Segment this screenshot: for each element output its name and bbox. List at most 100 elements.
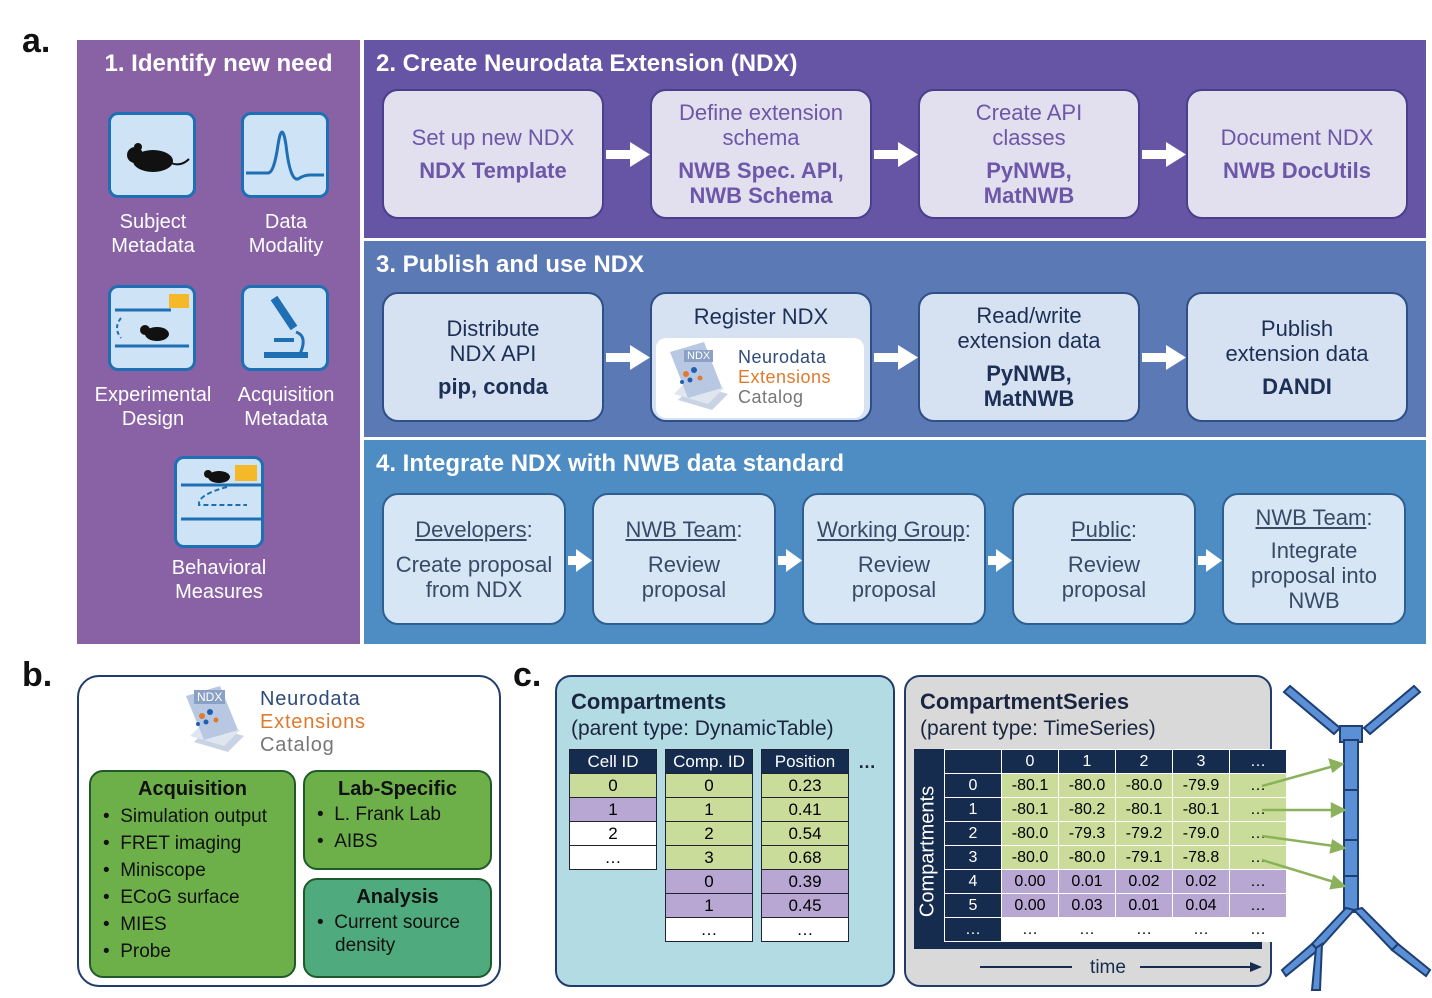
box-text: classes	[992, 125, 1066, 150]
list-item: L. Frank Lab	[334, 804, 441, 825]
step3-box: Distribute NDX API pip, conda	[382, 292, 604, 422]
row-header: …	[944, 917, 1002, 942]
table-cell: 0.00	[1001, 869, 1059, 894]
catalog-logo-icon	[670, 342, 728, 410]
row-header: 2	[944, 821, 1002, 846]
box-text: proposal	[1061, 576, 1147, 602]
table-header: Cell ID	[569, 749, 657, 774]
box-tool: PyNWB,	[986, 361, 1072, 386]
box-text: extension data	[957, 328, 1101, 353]
step2-title: 2. Create Neurodata Extension (NDX)	[376, 50, 798, 77]
analysis-title: Analysis	[356, 886, 439, 908]
icon-label: Metadata	[111, 235, 195, 257]
column-header: 1	[1058, 749, 1116, 774]
table-cell: 0.41	[761, 797, 849, 822]
step1-title: 1. Identify new need	[104, 50, 333, 77]
catalog-word: Extensions	[738, 367, 832, 387]
table-cell: 0.01	[1115, 893, 1173, 918]
table-cell: …	[1001, 917, 1059, 942]
step3-box: Publish extension data DANDI	[1186, 292, 1408, 422]
table-cell: …	[1058, 917, 1116, 942]
row-header: 0	[944, 773, 1002, 798]
box-text: proposal	[851, 576, 937, 602]
table-cell: …	[761, 917, 849, 942]
step3-box: Read/write extension data PyNWB, MatNWB	[918, 292, 1140, 422]
mouse-icon	[108, 112, 196, 198]
list-item: Probe	[120, 941, 171, 962]
table-cell: …	[1172, 917, 1230, 942]
icon-label: Behavioral	[171, 557, 267, 579]
table-cell: -78.8	[1172, 845, 1230, 870]
waveform-icon	[241, 112, 329, 198]
acquisition-box: Acquisition • Simulation output • FRET i…	[89, 770, 296, 978]
step4-box: NWB Team: Integrate proposal into NWB	[1222, 493, 1406, 625]
box-text: proposal into	[1251, 563, 1377, 588]
table-cell: -80.0	[1001, 845, 1059, 870]
table-cell: 0.00	[1001, 893, 1059, 918]
list-item: Miniscope	[120, 860, 206, 881]
icon-label: Measures	[175, 581, 263, 603]
row-header: 3	[944, 845, 1002, 870]
step4-box: Working Group: Review proposal	[802, 493, 986, 625]
table-cell: 0.03	[1058, 893, 1116, 918]
box-text: Document NDX	[1220, 125, 1374, 150]
step4-box: NWB Team: Review proposal	[592, 493, 776, 625]
table-cell: 0.04	[1172, 893, 1230, 918]
microscope-icon	[241, 285, 329, 371]
box-text: Define extension	[679, 100, 843, 125]
icon-label: Metadata	[244, 408, 328, 430]
row-header: 5	[944, 893, 1002, 918]
step2-box: Document NDX NWB DocUtils	[1186, 89, 1408, 219]
table-cell: 0.02	[1115, 869, 1173, 894]
list-item: MIES	[120, 914, 167, 935]
table-cell: 0.23	[761, 773, 849, 798]
icon-label: Acquisition	[237, 384, 335, 406]
table-cell: -79.2	[1115, 821, 1173, 846]
table-cell: -80.1	[1001, 773, 1059, 798]
x-axis-label: time	[1090, 957, 1126, 978]
table-cell: …	[569, 845, 657, 870]
y-axis-label-wrap: Compartments	[905, 760, 945, 950]
box-tool: MatNWB	[983, 386, 1075, 411]
box-tool: NWB Spec. API,	[678, 158, 844, 183]
icon-label: Design	[121, 408, 185, 430]
table-cell: 1	[665, 893, 753, 918]
catalog-word: Extensions	[260, 711, 366, 733]
catalog-word: Neurodata	[260, 688, 361, 710]
y-axis-label: Compartments	[916, 785, 939, 918]
box-role: Developers	[415, 516, 527, 542]
step2-box: Define extension schema NWB Spec. API, N…	[650, 89, 872, 219]
comp-id-table: Comp. ID 0 1 2 3 0 1 …	[665, 749, 753, 942]
panel-label-b: b.	[22, 656, 53, 694]
table-cell: 2	[569, 821, 657, 846]
series-matrix: 0 1 2 3 … 0 -80.1 -80.0 -80.0 -79.9 … 1 …	[944, 749, 1287, 942]
table-cell: …	[1229, 821, 1287, 846]
box-text: NDX API	[449, 340, 537, 366]
table-cell: 0.02	[1172, 869, 1230, 894]
table-cell: 0	[665, 773, 753, 798]
box-text: Publish	[1260, 315, 1334, 341]
box-text: from NDX	[425, 576, 523, 602]
step2-box: Set up new NDX NDX Template	[382, 89, 604, 219]
catalog-word: Neurodata	[738, 347, 827, 367]
row-header: 4	[944, 869, 1002, 894]
box-text: Register NDX	[693, 304, 829, 329]
box-text: Distribute	[446, 315, 540, 341]
box-tool: NWB Schema	[689, 183, 833, 208]
table-cell: 0	[665, 869, 753, 894]
panel-label-c: c.	[513, 656, 542, 694]
list-item: FRET imaging	[120, 833, 242, 854]
table-cell: -80.1	[1115, 797, 1173, 822]
column-header: 0	[1001, 749, 1059, 774]
table-cell: 2	[665, 821, 753, 846]
box-text: extension data	[1225, 340, 1369, 366]
lab-specific-box: Lab-Specific • L. Frank Lab • AIBS	[303, 770, 492, 870]
table-cell: 0.01	[1058, 869, 1116, 894]
list-item: AIBS	[334, 831, 378, 852]
icon-label: Modality	[248, 235, 324, 257]
box-text: schema	[722, 125, 800, 150]
box-role: NWB Team	[1255, 505, 1367, 530]
box-text: proposal	[641, 576, 727, 602]
box-text: Set up new NDX	[411, 125, 575, 150]
table-header: Position	[761, 749, 849, 774]
